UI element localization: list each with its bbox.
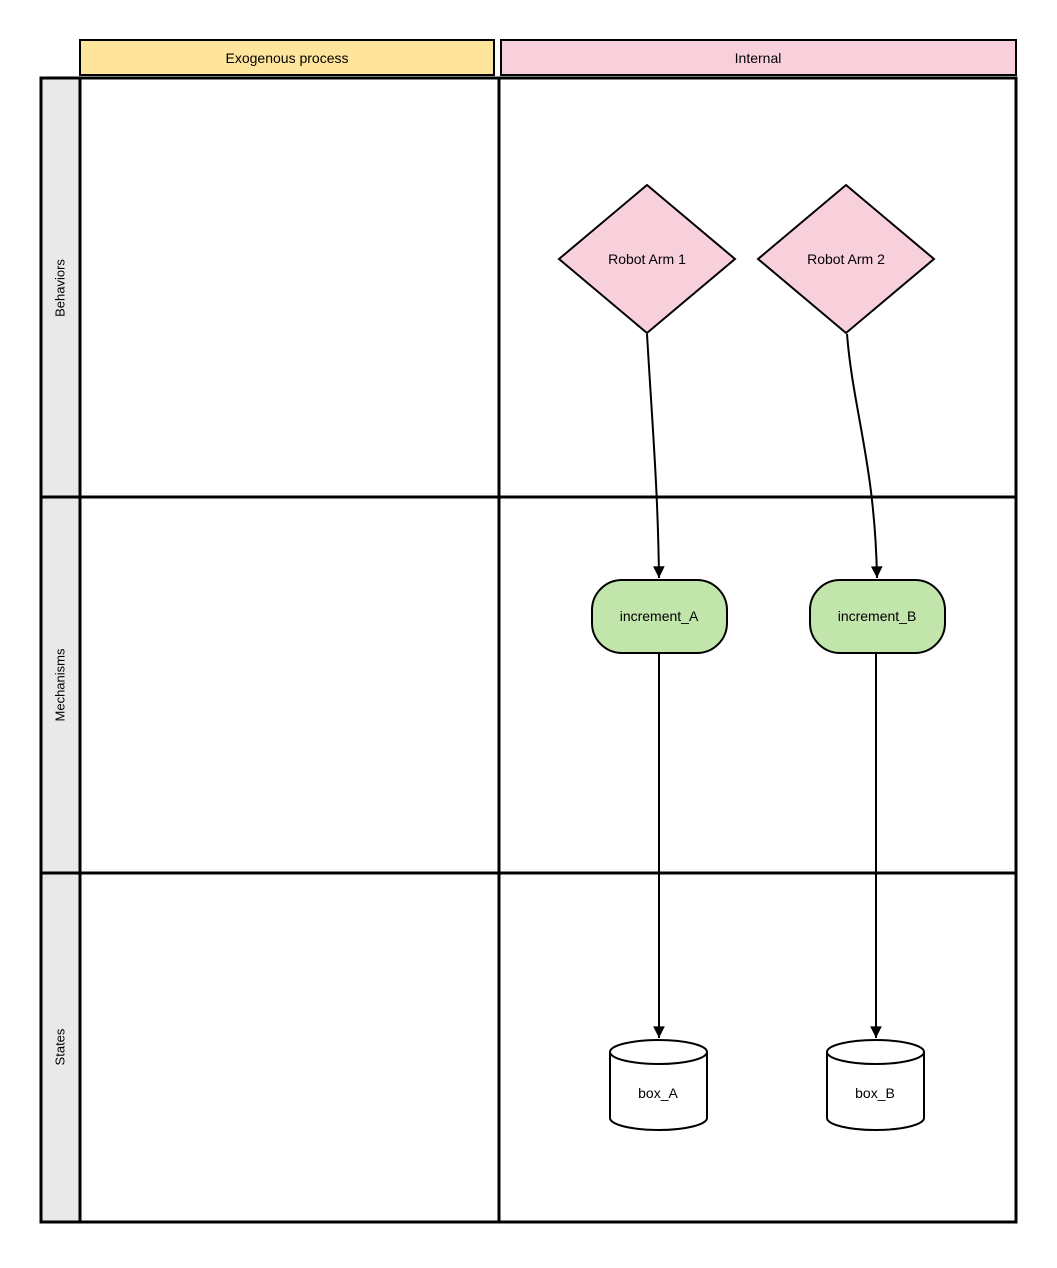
column-header-exogenous-label: Exogenous process xyxy=(226,50,349,66)
edge-robot-arm-1-to-increment-a xyxy=(646,333,665,579)
node-increment-b-label: increment_B xyxy=(838,608,917,624)
node-robot-arm-2-label: Robot Arm 2 xyxy=(807,251,885,267)
node-increment-a xyxy=(591,579,728,654)
node-box-a-top xyxy=(609,1039,708,1065)
node-box-b-label: box_B xyxy=(855,1085,895,1101)
row-label-states: States xyxy=(53,1028,68,1065)
row-label-mechanisms: Mechanisms xyxy=(53,648,68,721)
column-header-internal-label: Internal xyxy=(735,50,782,66)
column-headers: Exogenous process Internal xyxy=(79,39,1017,76)
node-box-b-body xyxy=(826,1052,925,1131)
node-box-a: box_A xyxy=(609,1039,708,1131)
node-increment-a-label: increment_A xyxy=(620,608,699,624)
node-robot-arm-2 xyxy=(756,183,936,335)
node-box-b-top xyxy=(826,1039,925,1065)
mechanism-nodes: increment_A increment_B xyxy=(591,579,946,654)
row-label-states-cell xyxy=(41,873,80,1222)
node-robot-arm-1-label: Robot Arm 1 xyxy=(608,251,686,267)
node-increment-b xyxy=(809,579,946,654)
node-box-a-body xyxy=(609,1052,708,1131)
column-header-internal-cell xyxy=(500,39,1017,76)
column-header-exogenous-cell xyxy=(79,39,495,76)
row-label-mechanisms-cell xyxy=(41,497,80,873)
node-box-a-label: box_A xyxy=(638,1085,678,1101)
row-label-behaviors-cell xyxy=(41,78,80,497)
node-box-b: box_B xyxy=(826,1039,925,1131)
row-label-behaviors: Behaviors xyxy=(53,259,68,317)
edge-robot-arm-2-to-increment-b xyxy=(846,333,883,579)
matrix-outer-border xyxy=(39,76,1018,1224)
state-nodes: box_A box_B xyxy=(609,1039,925,1131)
edges xyxy=(646,333,883,1038)
node-robot-arm-1 xyxy=(557,183,737,335)
behavior-nodes: Robot Arm 1 Robot Arm 2 xyxy=(557,183,936,335)
